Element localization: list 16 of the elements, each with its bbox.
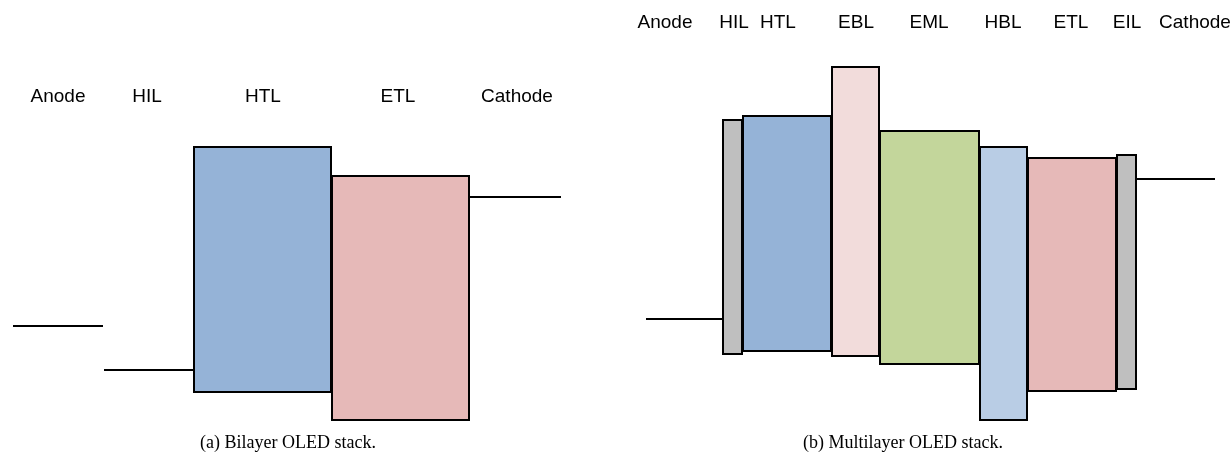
layer-label: EIL <box>1112 11 1142 33</box>
layer-label: HTL <box>245 85 281 107</box>
figure-caption: (a) Bilayer OLED stack. <box>200 431 376 453</box>
layer-label: Cathode <box>1159 11 1231 33</box>
layer-label: HBL <box>984 11 1022 33</box>
layer-label: ETL <box>1053 11 1089 33</box>
layer-label: EBL <box>838 11 874 33</box>
layer-label: HIL <box>132 85 162 107</box>
layer-label: HIL <box>719 11 749 33</box>
figure-caption: (b) Multilayer OLED stack. <box>803 431 1003 453</box>
layer-label: EML <box>909 11 949 33</box>
layer-label: Cathode <box>481 85 553 107</box>
layer-label: Anode <box>30 85 86 107</box>
layer-label: ETL <box>380 85 416 107</box>
layer-label: HTL <box>760 11 796 33</box>
layer-label: Anode <box>637 11 693 33</box>
